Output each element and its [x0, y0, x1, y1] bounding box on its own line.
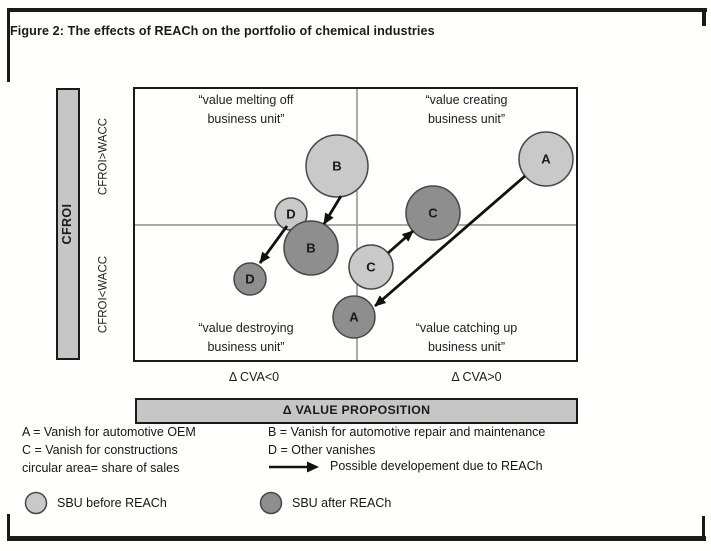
frame-bottom-border [8, 536, 706, 541]
y-axis-upper-label: CFROI>WACC [97, 117, 110, 196]
value-proposition-axis-label: Δ VALUE PROPOSITION [282, 403, 431, 417]
cfroi-axis-label: CFROI [60, 203, 74, 245]
bubble-label-D-after: D [245, 272, 254, 287]
frame-top-border [8, 8, 707, 12]
development-arrow-B-before-to-B-after [322, 195, 343, 225]
y-axis-lower-label: CFROI<WACC [97, 255, 110, 334]
quadrant-label-value-creating: “value creating business unit” [425, 93, 508, 126]
development-arrow-C-before-to-C-after [387, 229, 414, 255]
value-proposition-axis-bar: Δ VALUE PROPOSITION [135, 398, 578, 424]
bubble-A-before [518, 131, 574, 187]
legend-sbu-after: SBU after REACh [259, 491, 391, 515]
bubble-C-before [348, 244, 394, 290]
bubble-chart-plot-area: B A D C B C D A “value melting off business uni… [133, 87, 578, 362]
development-arrow-A-before-to-A-after [374, 174, 526, 308]
development-arrow-icon [268, 461, 320, 473]
x-axis-positive-label: Δ CVA>0 [451, 370, 502, 384]
bubble-label-D-before: D [286, 207, 295, 222]
figure-title: Figure 2: The effects of REACh on the po… [10, 24, 435, 38]
bubble-C-after [405, 185, 461, 241]
bubble-chart-svg: B A D C B C D A [135, 89, 576, 360]
quadrant-label-value-catching-up: “value catching up business unit” [415, 321, 518, 354]
frame-bottom-right-stub [702, 516, 705, 541]
legend-sbu-before: SBU before REACh [24, 491, 167, 515]
x-axis-negative-label: Δ CVA<0 [228, 370, 280, 384]
frame-top-right-stub [702, 8, 706, 26]
bubble-label-C-after: C [428, 206, 438, 221]
development-arrow-D-before-to-D-after [258, 225, 289, 264]
bubble-label-A-before: A [541, 152, 551, 167]
bubble-label-C-before: C [366, 260, 376, 275]
legend-item-d: D = Other vanishes [268, 443, 376, 457]
cfroi-axis-bar: CFROI [56, 88, 80, 360]
legend-sbu-before-label: SBU before REACh [57, 495, 167, 510]
frame-top-left-stub [7, 8, 10, 82]
sbu-after-circle-icon [259, 491, 283, 515]
legend-item-a: A = Vanish for automotive OEM [22, 425, 196, 439]
legend-sbu-after-label: SBU after REACh [292, 495, 392, 510]
quadrant-label-value-destroying: “value destroying business unit” [198, 321, 294, 354]
legend-arrow-note: Possible developement due to REACh [330, 459, 543, 473]
legend-item-b: B = Vanish for automotive repair and mai… [268, 425, 546, 439]
bubble-label-A-after: A [349, 310, 359, 325]
bubble-D-after [233, 262, 267, 296]
legend-item-c: C = Vanish for constructions [22, 443, 178, 457]
bubble-B-before [305, 134, 369, 198]
legend-area-note: circular area= share of sales [22, 461, 180, 475]
sbu-before-circle-icon [24, 491, 48, 515]
frame-bottom-left-stub [7, 514, 10, 541]
legend-arrow-row: Possible developement due to REACh [268, 459, 543, 474]
bubble-B-after [283, 220, 339, 276]
bubble-label-B-after: B [306, 241, 315, 256]
quadrant-label-value-melting-off: “value melting off business unit” [198, 93, 294, 126]
bubble-label-B-before: B [332, 159, 341, 174]
bubble-A-after [332, 295, 376, 339]
